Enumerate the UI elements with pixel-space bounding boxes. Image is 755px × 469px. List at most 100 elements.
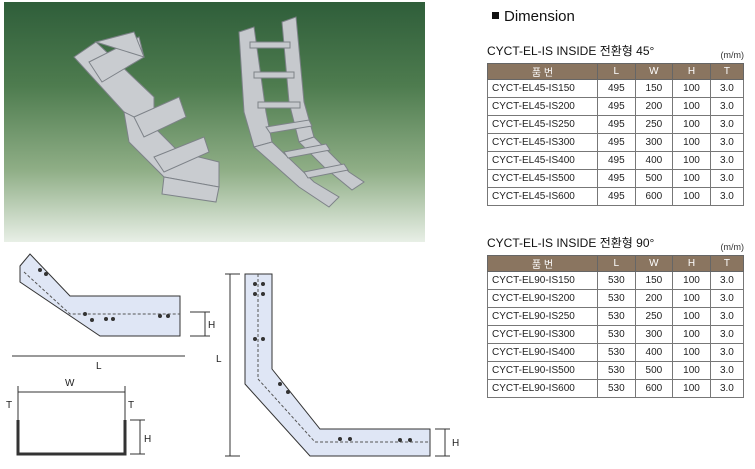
table-cell: CYCT-EL45-IS400: [487, 151, 598, 170]
table-cell: 3.0: [709, 325, 745, 344]
header-part-number: 품 번: [487, 63, 598, 80]
table-cell: 530: [597, 271, 636, 290]
table-cell: 530: [597, 361, 636, 380]
table-cell: 530: [597, 289, 636, 308]
product-photo: [4, 2, 425, 242]
section-heading: Dimension: [492, 8, 575, 25]
table-45-section: CYCT-EL-IS INSIDE 전환형 45° (m/m) 품 번 L W …: [487, 42, 745, 206]
table-cell: 3.0: [709, 271, 745, 290]
table-cell: 3.0: [709, 307, 745, 326]
table-cell: 495: [597, 187, 636, 206]
header-w: W: [634, 63, 674, 80]
table-cell: 100: [672, 289, 711, 308]
table-cell: 3.0: [709, 343, 745, 362]
table-90-section: CYCT-EL-IS INSIDE 전환형 90° (m/m) 품 번 L W …: [487, 234, 745, 398]
table-cell: 250: [634, 307, 674, 326]
table-cell: 495: [597, 115, 636, 134]
table-cell: 100: [672, 151, 711, 170]
table-cell: 100: [672, 379, 711, 398]
technical-drawings: H L W T T H: [0, 244, 475, 464]
table-cell: 100: [672, 271, 711, 290]
header-l: L: [597, 255, 636, 272]
header-w: W: [634, 255, 674, 272]
elbow-90-top-view: L H: [216, 273, 459, 457]
table-cell: 200: [634, 97, 674, 116]
table-cell: 3.0: [709, 169, 745, 188]
table-cell: 100: [672, 133, 711, 152]
table-cell: CYCT-EL90-IS300: [487, 325, 598, 344]
table-cell: 495: [597, 133, 636, 152]
table-cell: CYCT-EL90-IS600: [487, 379, 598, 398]
table-cell: 100: [672, 343, 711, 362]
table-cell: 500: [634, 361, 674, 380]
header-t: T: [709, 63, 745, 80]
header-t: T: [709, 255, 745, 272]
table-cell: 250: [634, 115, 674, 134]
square-bullet-icon: [492, 12, 499, 19]
dim-label-h-90: H: [452, 438, 459, 449]
elbow-45-top-view: H L: [12, 253, 215, 372]
unit-label: (m/m): [720, 242, 745, 252]
table-cell: CYCT-EL45-IS150: [487, 79, 598, 98]
table-cell: 100: [672, 307, 711, 326]
cable-tray-illustration: [73, 16, 365, 208]
table-cell: CYCT-EL45-IS250: [487, 115, 598, 134]
table-cell: CYCT-EL90-IS400: [487, 343, 598, 362]
table-cell: 3.0: [709, 379, 745, 398]
unit-label: (m/m): [720, 50, 745, 60]
table-cell: 3.0: [709, 133, 745, 152]
dim-label-h: H: [208, 320, 215, 331]
table-cell: CYCT-EL45-IS200: [487, 97, 598, 116]
table-cell: 600: [634, 187, 674, 206]
table-cell: 495: [597, 79, 636, 98]
table-cell: CYCT-EL90-IS200: [487, 289, 598, 308]
table-cell: 495: [597, 169, 636, 188]
table-cell: 150: [634, 79, 674, 98]
table-cell: 300: [634, 133, 674, 152]
table-cell: CYCT-EL90-IS500: [487, 361, 598, 380]
table-cell: CYCT-EL90-IS150: [487, 271, 598, 290]
table-cell: 530: [597, 343, 636, 362]
table-cell: CYCT-EL45-IS600: [487, 187, 598, 206]
table-cell: CYCT-EL45-IS500: [487, 169, 598, 188]
table-cell: 100: [672, 79, 711, 98]
table-cell: CYCT-EL45-IS300: [487, 133, 598, 152]
table-cell: 400: [634, 151, 674, 170]
table-cell: 200: [634, 289, 674, 308]
table-cell: 100: [672, 115, 711, 134]
table-cell: 100: [672, 325, 711, 344]
dim-label-l: L: [96, 361, 102, 372]
table-cell: 3.0: [709, 79, 745, 98]
table-cell: 495: [597, 97, 636, 116]
header-part-number: 품 번: [487, 255, 598, 272]
dim-label-t-right: T: [128, 400, 134, 411]
dim-label-l-90: L: [216, 354, 222, 365]
header-l: L: [597, 63, 636, 80]
table-cell: 100: [672, 361, 711, 380]
table-cell: 530: [597, 307, 636, 326]
dim-label-t-left: T: [6, 400, 12, 411]
table-cell: 500: [634, 169, 674, 188]
table-cell: 3.0: [709, 97, 745, 116]
header-h: H: [672, 255, 711, 272]
table-cell: 100: [672, 187, 711, 206]
dim-label-w: W: [65, 378, 75, 389]
cross-section: W T T H: [6, 378, 151, 456]
table-cell: 300: [634, 325, 674, 344]
table-cell: 3.0: [709, 361, 745, 380]
